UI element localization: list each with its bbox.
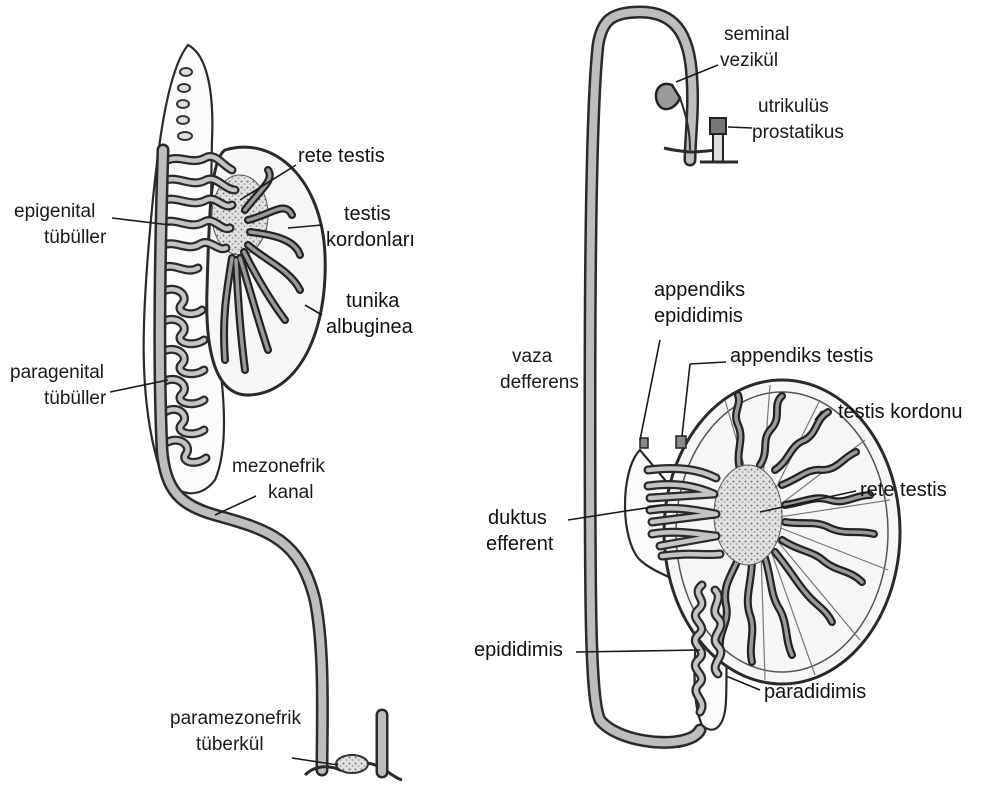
- right-adult-testis-diagram: seminal vezikül utrikulüs prostatikus ap…: [474, 12, 963, 742]
- label-seminal-line1: seminal: [724, 24, 789, 45]
- vas-deferens: [590, 12, 700, 742]
- label-epididimis: epididimis: [474, 639, 563, 661]
- right-rete-testis: [714, 465, 782, 565]
- label-rete-testis-right: rete testis: [860, 479, 947, 501]
- label-testis-kordonlari-line1: testis: [344, 203, 391, 225]
- label-epigenital-line2: tübüller: [44, 227, 107, 248]
- label-appendiks-epididimis-line1: appendiks: [654, 279, 745, 301]
- label-mezonefrik-line2: kanal: [268, 482, 313, 503]
- label-paramezonefrik-line2: tüberkül: [196, 734, 264, 755]
- label-paragenital-line2: tübüller: [44, 388, 107, 409]
- label-epigenital-line1: epigenital: [14, 201, 95, 222]
- label-paragenital-line1: paragenital: [10, 362, 104, 383]
- label-paramezonefrik-line1: paramezonefrik: [170, 708, 301, 729]
- label-utrikulus-line2: prostatikus: [752, 122, 844, 143]
- label-vaza-line2: defferens: [500, 372, 579, 393]
- label-duktus-line1: duktus: [488, 507, 547, 529]
- label-appendiks-testis: appendiks testis: [730, 345, 873, 367]
- label-mezonefrik-line1: mezonefrik: [232, 456, 325, 477]
- label-paradidimis: paradidimis: [764, 681, 866, 703]
- utriculus-prostaticus: [700, 118, 738, 162]
- label-duktus-line2: efferent: [486, 533, 554, 555]
- label-appendiks-epididimis-line2: epididimis: [654, 305, 743, 327]
- label-vaza-line1: vaza: [512, 346, 553, 367]
- left-indifferent-gonad-diagram: rete testis testis kordonları tunika alb…: [10, 45, 415, 780]
- label-tunika-line2: albuginea: [326, 316, 414, 338]
- label-testis-kordonu: testis kordonu: [838, 401, 963, 423]
- label-seminal-line2: vezikül: [720, 50, 778, 71]
- appendix-testis-nub: [676, 436, 686, 448]
- label-utrikulus-line1: utrikulüs: [758, 96, 829, 117]
- label-tunika-line1: tunika: [346, 290, 400, 312]
- appendix-epididymis-nub: [640, 438, 648, 448]
- label-rete-testis-left: rete testis: [298, 145, 385, 167]
- label-testis-kordonlari-line2: kordonları: [326, 229, 415, 251]
